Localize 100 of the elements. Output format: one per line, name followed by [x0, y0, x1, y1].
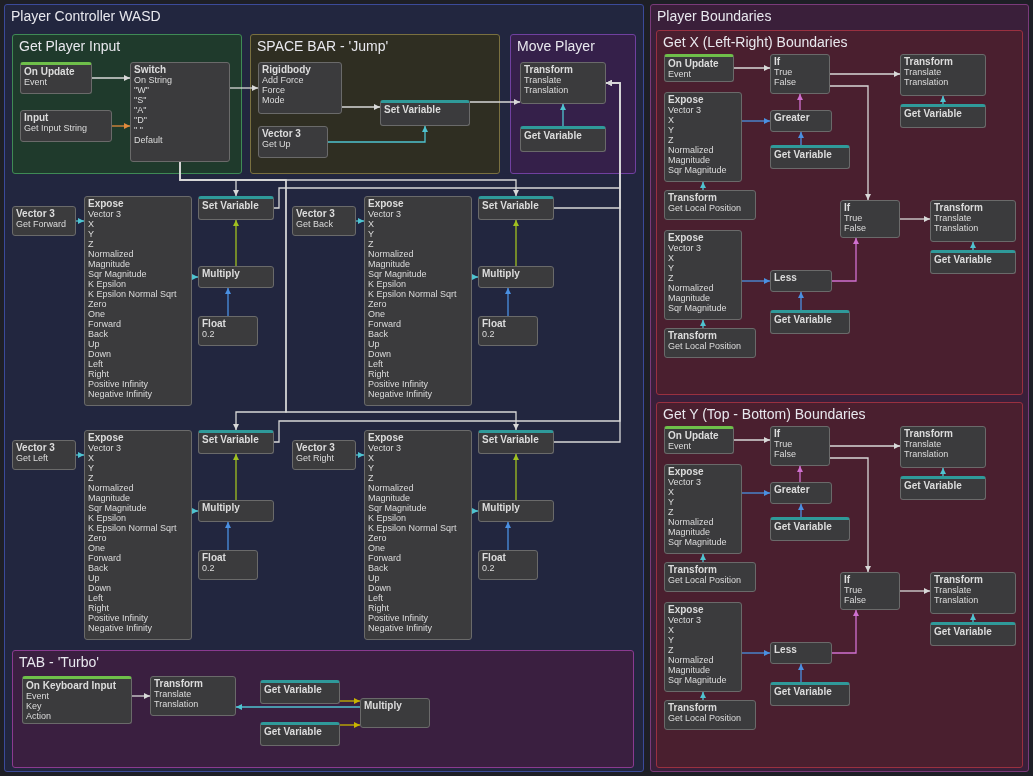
connector-arrow [829, 85, 871, 201]
node-label: Z [88, 473, 95, 483]
node-label: Right [88, 603, 110, 613]
node-label: Magnitude [668, 155, 712, 165]
node-label: Get Input String [24, 123, 89, 133]
node-label: Magnitude [668, 527, 712, 537]
node-label: X [88, 453, 95, 463]
node-label: Positive Infinity [88, 613, 150, 623]
connector-arrow [235, 704, 361, 710]
node-label: Get Local Position [668, 341, 743, 351]
connector-arrow [505, 521, 511, 551]
graph-node [770, 145, 850, 169]
connector-arrow [341, 104, 381, 110]
node-label: Magnitude [368, 493, 412, 503]
node-label: Sqr Magnitude [668, 537, 728, 547]
node-title: Get Variable [774, 522, 833, 532]
node-label: Default [134, 135, 164, 145]
graph-node [770, 682, 850, 706]
connector-arrow [327, 125, 428, 143]
node-label: Left [88, 593, 104, 603]
node-label: Vector 3 [668, 477, 703, 487]
graph-node [292, 206, 356, 236]
node-label: Translate [904, 67, 943, 77]
node-title: Float [202, 553, 227, 563]
node-title: Set Variable [202, 435, 260, 445]
node-label: False [774, 449, 797, 459]
node-label: K Epsilon [368, 279, 408, 289]
node-label: Left [368, 359, 384, 369]
node-label: 0.2 [202, 329, 216, 339]
node-label: Negative Infinity [368, 623, 434, 633]
node-title: Multiply [202, 269, 241, 279]
node-title: Transform [524, 65, 574, 75]
node-label: Zero [368, 299, 388, 309]
node-label: Magnitude [668, 293, 712, 303]
node-title: If [774, 57, 782, 67]
node-label: True [844, 213, 864, 223]
graph-node [260, 680, 340, 704]
connector-arrow [339, 698, 361, 704]
node-label: Vector 3 [668, 243, 703, 253]
graph-node [364, 430, 472, 640]
node-label: Y [668, 497, 675, 507]
graph-node [22, 676, 132, 724]
node-label: Back [368, 329, 389, 339]
group-title: SPACE BAR - 'Jump' [257, 38, 389, 54]
node-label: Zero [88, 533, 108, 543]
graph-node [520, 126, 606, 152]
graph-node [260, 722, 340, 746]
node-label: Y [88, 463, 95, 473]
node-title: Get Variable [524, 131, 583, 141]
node-title: Expose [88, 199, 125, 209]
connector-arrow [733, 437, 771, 443]
graph-node [900, 54, 986, 96]
graph-node [198, 550, 258, 580]
node-label: Vector 3 [88, 209, 123, 219]
node-title: Transform [154, 679, 204, 689]
connector-arrow [191, 274, 199, 280]
node-label: Sqr Magnitude [368, 269, 428, 279]
connector-arrow [91, 75, 131, 81]
node-title: If [774, 429, 782, 439]
node-label: Y [88, 229, 95, 239]
connector-arrow [970, 613, 976, 623]
graph-node [20, 62, 92, 94]
connector-arrow [355, 452, 365, 458]
node-label: Key [26, 701, 43, 711]
node-label: Event [668, 441, 692, 451]
node-title: Get Variable [904, 109, 963, 119]
connector-arrow [899, 216, 931, 222]
node-label: Y [668, 263, 675, 273]
graph-node [840, 200, 900, 238]
node-label: On String [134, 75, 174, 85]
node-label: Translate [934, 213, 973, 223]
graph-node [20, 110, 112, 142]
node-label: Down [88, 349, 112, 359]
node-title: Get Variable [774, 315, 833, 325]
group-frame [650, 4, 1029, 772]
graph-node [900, 426, 986, 468]
node-label: Magnitude [88, 493, 132, 503]
node-label: Normalized [668, 283, 715, 293]
node-title: If [844, 575, 852, 585]
node-label: Back [368, 563, 389, 573]
node-label: Mode [262, 95, 286, 105]
graph-node [258, 62, 342, 114]
node-label: 0.2 [482, 563, 496, 573]
node-label: Up [368, 339, 381, 349]
node-label: Y [668, 635, 675, 645]
node-label: Normalized [668, 145, 715, 155]
connector-arrow [505, 287, 511, 317]
node-title: Transform [668, 331, 718, 341]
node-title: Vector 3 [16, 443, 56, 453]
node-label: Action [26, 711, 52, 721]
node-label: Get Local Position [668, 203, 743, 213]
connector-arrow [741, 278, 771, 284]
graph-node [930, 250, 1016, 274]
node-label: X [668, 625, 675, 635]
node-title: Transform [668, 565, 718, 575]
node-label: " " [134, 125, 144, 135]
node-title: Float [482, 553, 507, 563]
group-frame [250, 34, 500, 174]
node-title: Get Variable [934, 627, 993, 637]
node-label: X [88, 219, 95, 229]
